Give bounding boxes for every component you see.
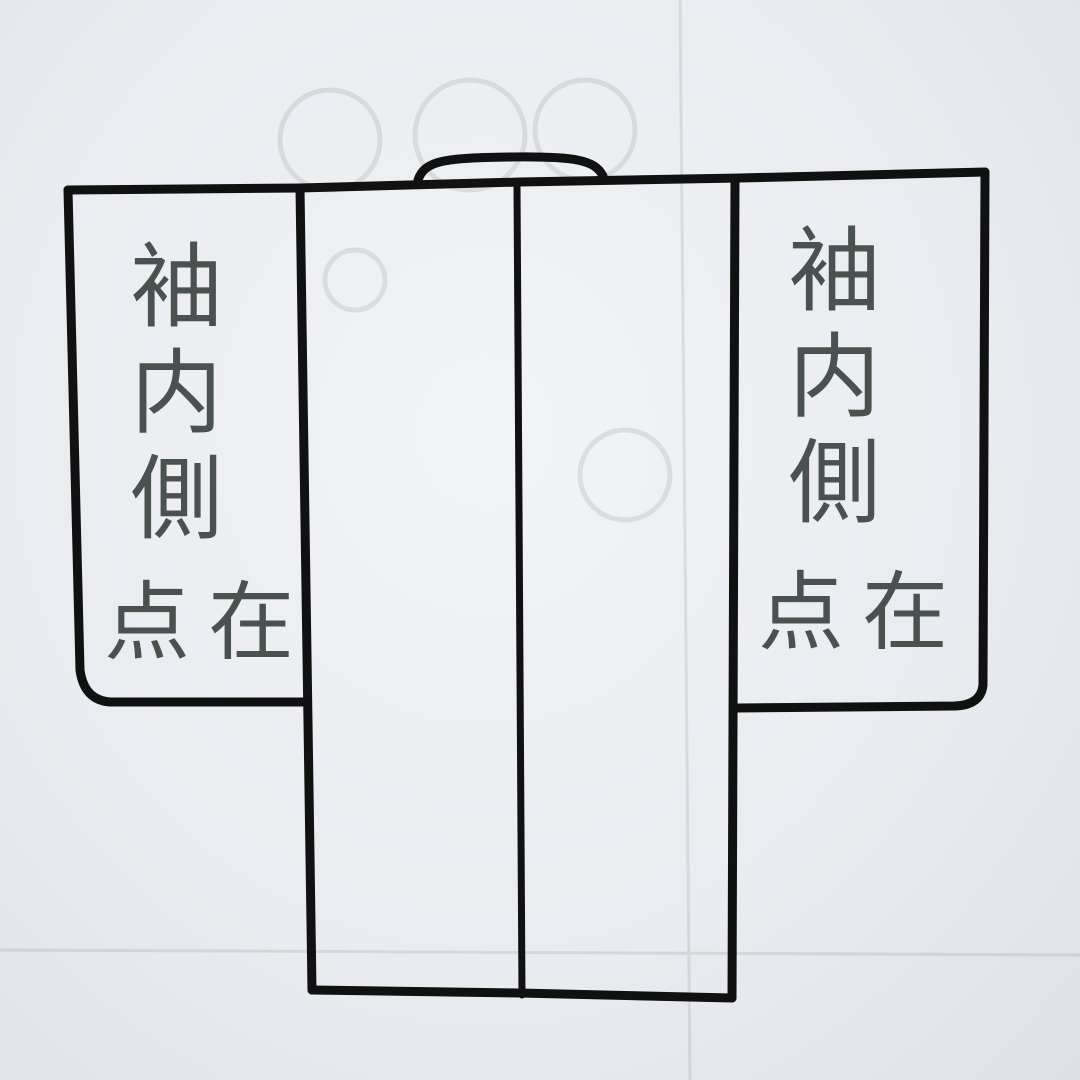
right-sleeve-outline bbox=[733, 167, 990, 713]
body-right-edge bbox=[727, 175, 740, 1003]
left-sleeve-inner-label: 袖内側 bbox=[115, 238, 222, 556]
center-seam bbox=[513, 182, 526, 999]
collar-loop bbox=[413, 152, 608, 185]
left-sleeve-dot-label: 点在 bbox=[104, 573, 312, 673]
right-sleeve-dot-label: 点在 bbox=[758, 563, 966, 663]
body-left-edge bbox=[295, 183, 317, 995]
right-sleeve-inner-label: 袖内側 bbox=[773, 222, 880, 540]
shoulder-line bbox=[63, 167, 990, 195]
hem-line bbox=[307, 985, 737, 1003]
left-sleeve-outline bbox=[63, 185, 310, 707]
